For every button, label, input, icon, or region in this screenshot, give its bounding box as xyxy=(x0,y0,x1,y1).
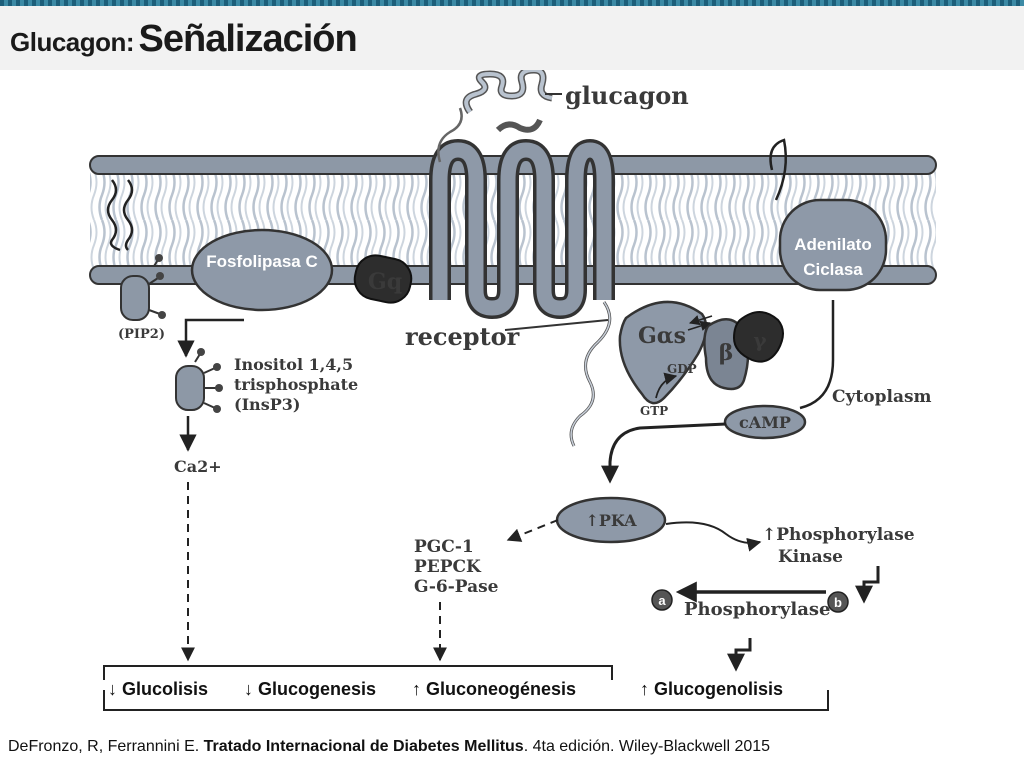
adenilato-ciclasa-enzyme xyxy=(778,198,888,292)
glucagon-peptide xyxy=(462,70,562,133)
phosphorylase-kinase-label-line2: Kinase xyxy=(778,547,843,567)
gdp-label: GDP xyxy=(667,362,697,376)
pip2-label: (PIP2) xyxy=(118,327,165,342)
reference-authors: DeFronzo, R, Ferrannini E. xyxy=(8,738,204,755)
gq-label: Gq xyxy=(368,269,402,295)
gamma-subunit xyxy=(732,311,784,363)
subunit-exchange-arrow-2 xyxy=(687,320,712,331)
top-accent-band xyxy=(0,0,1024,6)
glucagon-signaling-diagram: glucagon receptor (PIP2) Fosfolipasa C G… xyxy=(89,70,937,711)
ca-label: Ca2+ xyxy=(174,457,222,476)
outcome-glucolisis: ↓ Glucolisis xyxy=(108,679,208,699)
gamma-label: γ xyxy=(753,328,767,352)
inositol-label-line1: Inositol 1,4,5 xyxy=(234,355,353,374)
plc-to-ip3-arrow xyxy=(177,318,244,358)
pka-to-pgc1-arrow xyxy=(506,519,559,542)
camp-to-pka-arrow xyxy=(601,422,727,484)
camp-molecule xyxy=(723,404,807,440)
ip3-molecule xyxy=(175,348,223,413)
beta-label: β xyxy=(719,340,734,366)
receptor-label: receptor xyxy=(405,322,520,351)
pka-label: ↑PKA xyxy=(585,511,637,530)
inositol-label-line2: trisphosphate xyxy=(234,375,358,394)
pepck-label: PEPCK xyxy=(414,557,482,577)
reference-edition: . 4ta edición. Wiley-Blackwell 2015 xyxy=(523,738,771,755)
reference-book-title: Tratado Internacional de Diabetes Mellit… xyxy=(203,738,524,755)
cytoplasm-label: Cytoplasm xyxy=(832,387,932,407)
subunit-exchange-arrow-1 xyxy=(688,315,713,326)
title-part1: Glucagon: xyxy=(10,27,135,57)
phosphorylase-a-label: a xyxy=(658,593,666,608)
gamma-anchor-chain xyxy=(769,138,787,201)
outcome-glucogenesis: ↓ Glucogenesis xyxy=(244,679,376,699)
g6pase-label: G-6-Pase xyxy=(414,577,499,597)
title-part2: Señalización xyxy=(138,18,358,60)
phosphorylase-b-label: b xyxy=(834,595,842,610)
fosfolipasa-c-enzyme xyxy=(190,228,334,312)
receptor-leader-line xyxy=(504,319,609,331)
pgc1-label: PGC-1 xyxy=(414,537,474,557)
gq-protein xyxy=(353,254,413,304)
outcome-bracket-bottom xyxy=(103,690,829,711)
outcome-gluconeogenesis: ↑ Gluconeogénesis xyxy=(412,679,576,699)
page-title: Glucagon: Señalización xyxy=(10,18,358,61)
pip2-molecule xyxy=(106,179,166,321)
phosphorylase-a-circle xyxy=(651,589,673,611)
title-bar: Glucagon: Señalización xyxy=(0,6,1024,70)
phosphorylase-label: Phosphorylase xyxy=(684,599,830,620)
receptor-7tm xyxy=(429,107,615,447)
pka-to-phosphorylase-kinase-arrow xyxy=(665,521,762,552)
adenilato-label-line2: Ciclasa xyxy=(803,260,863,279)
outcome-glucogenolisis: ↑ Glucogenolisis xyxy=(640,679,783,699)
outcome-bracket-top xyxy=(103,665,613,680)
inositol-label-line3: (InsP3) xyxy=(234,395,300,414)
kinase-to-phosphorylase-arrow xyxy=(855,566,880,604)
phosphorylase-kinase-label-line1: ↑Phosphorylase xyxy=(762,525,915,545)
phosphorylase-b-circle xyxy=(827,591,849,613)
g-alpha-s-label: Gαs xyxy=(638,323,686,349)
fosfolipasa-c-label: Fosfolipasa C xyxy=(206,252,317,271)
reference-citation: DeFronzo, R, Ferrannini E. Tratado Inter… xyxy=(8,738,770,756)
gdp-gtp-arrow xyxy=(655,372,678,399)
glucagon-label: glucagon xyxy=(565,81,689,110)
adenilato-label-line1: Adenilato xyxy=(794,235,871,254)
gtp-label: GTP xyxy=(640,404,668,418)
adenilato-to-camp-line xyxy=(799,300,835,410)
g-alpha-s-subunit xyxy=(618,300,708,405)
phosphorylase-to-glucogenolisis-arrow xyxy=(727,638,752,672)
camp-label: cAMP xyxy=(739,413,791,432)
